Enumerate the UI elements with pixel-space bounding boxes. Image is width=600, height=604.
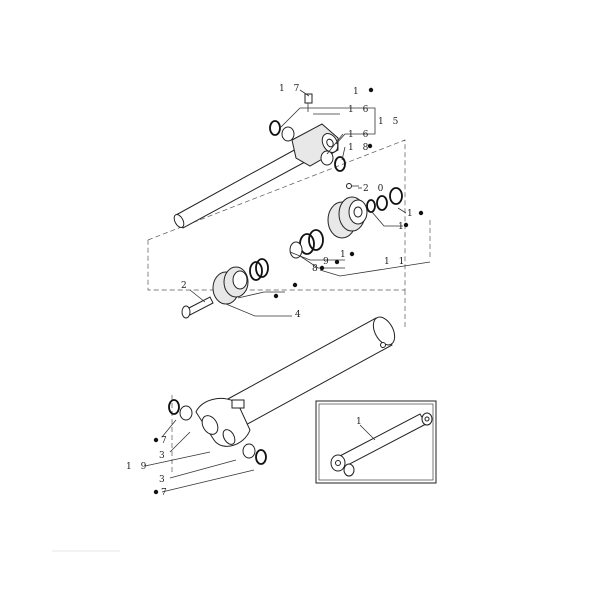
callout-1-mid: 1 xyxy=(340,250,349,260)
cylinder-barrel xyxy=(195,316,396,447)
barrel-eye-bushings xyxy=(168,399,267,465)
gland-seals xyxy=(289,187,403,259)
bullet-dot xyxy=(349,251,355,257)
callout-3-b: 3 xyxy=(159,475,168,485)
bullet-dot xyxy=(153,489,159,495)
small-screw xyxy=(346,183,359,189)
callout-7-b: 7 xyxy=(161,488,170,498)
callout-1-right2: 1 xyxy=(398,222,407,232)
callout-20: 2 0 xyxy=(363,184,386,194)
bullet-markers xyxy=(153,87,424,495)
grease-nipple xyxy=(304,93,313,112)
bullet-dot xyxy=(418,210,424,216)
callout-7-a: 7 xyxy=(161,436,170,446)
callout-16-b: 1 6 xyxy=(348,130,371,140)
callout-1-right: 1 xyxy=(407,209,416,219)
callout-18: 1 8 xyxy=(348,143,371,153)
cylinder-gland xyxy=(327,196,368,239)
piston xyxy=(212,258,269,305)
inset-callout-1: 1 xyxy=(356,417,365,427)
callout-15: 1 5 xyxy=(378,117,401,127)
bullet-dot xyxy=(334,259,340,265)
bullet-dot xyxy=(368,87,374,93)
callout-labels: 1 7 1 1 6 1 5 1 6 1 8 2 0 1 1 9 1 8 1 1 … xyxy=(126,84,416,498)
assembly-guides xyxy=(147,139,431,475)
leader-lines xyxy=(144,89,431,493)
callout-4: 4 xyxy=(295,310,304,320)
bullet-dot xyxy=(403,222,409,228)
callout-11: 1 1 xyxy=(384,257,407,267)
callout-16-a: 1 6 xyxy=(348,105,371,115)
bullet-dot xyxy=(367,143,373,149)
piston-bolt xyxy=(181,296,214,319)
bullet-dot xyxy=(273,293,279,299)
bullet-dot xyxy=(319,265,325,271)
callout-1-top: 1 xyxy=(353,87,362,97)
callout-8: 8 xyxy=(312,264,321,274)
callout-2: 2 xyxy=(181,281,190,291)
callout-17: 1 7 xyxy=(279,84,302,94)
piston-rod xyxy=(173,123,339,229)
callout-19: 1 9 xyxy=(126,462,149,472)
bullet-dot xyxy=(153,437,159,443)
callout-3-a: 3 xyxy=(159,451,168,461)
callout-9: 9 xyxy=(323,257,332,267)
bullet-dot xyxy=(292,282,298,288)
inset-assembled-view: 1 xyxy=(315,400,437,484)
rod-eye-bushings xyxy=(269,120,346,172)
